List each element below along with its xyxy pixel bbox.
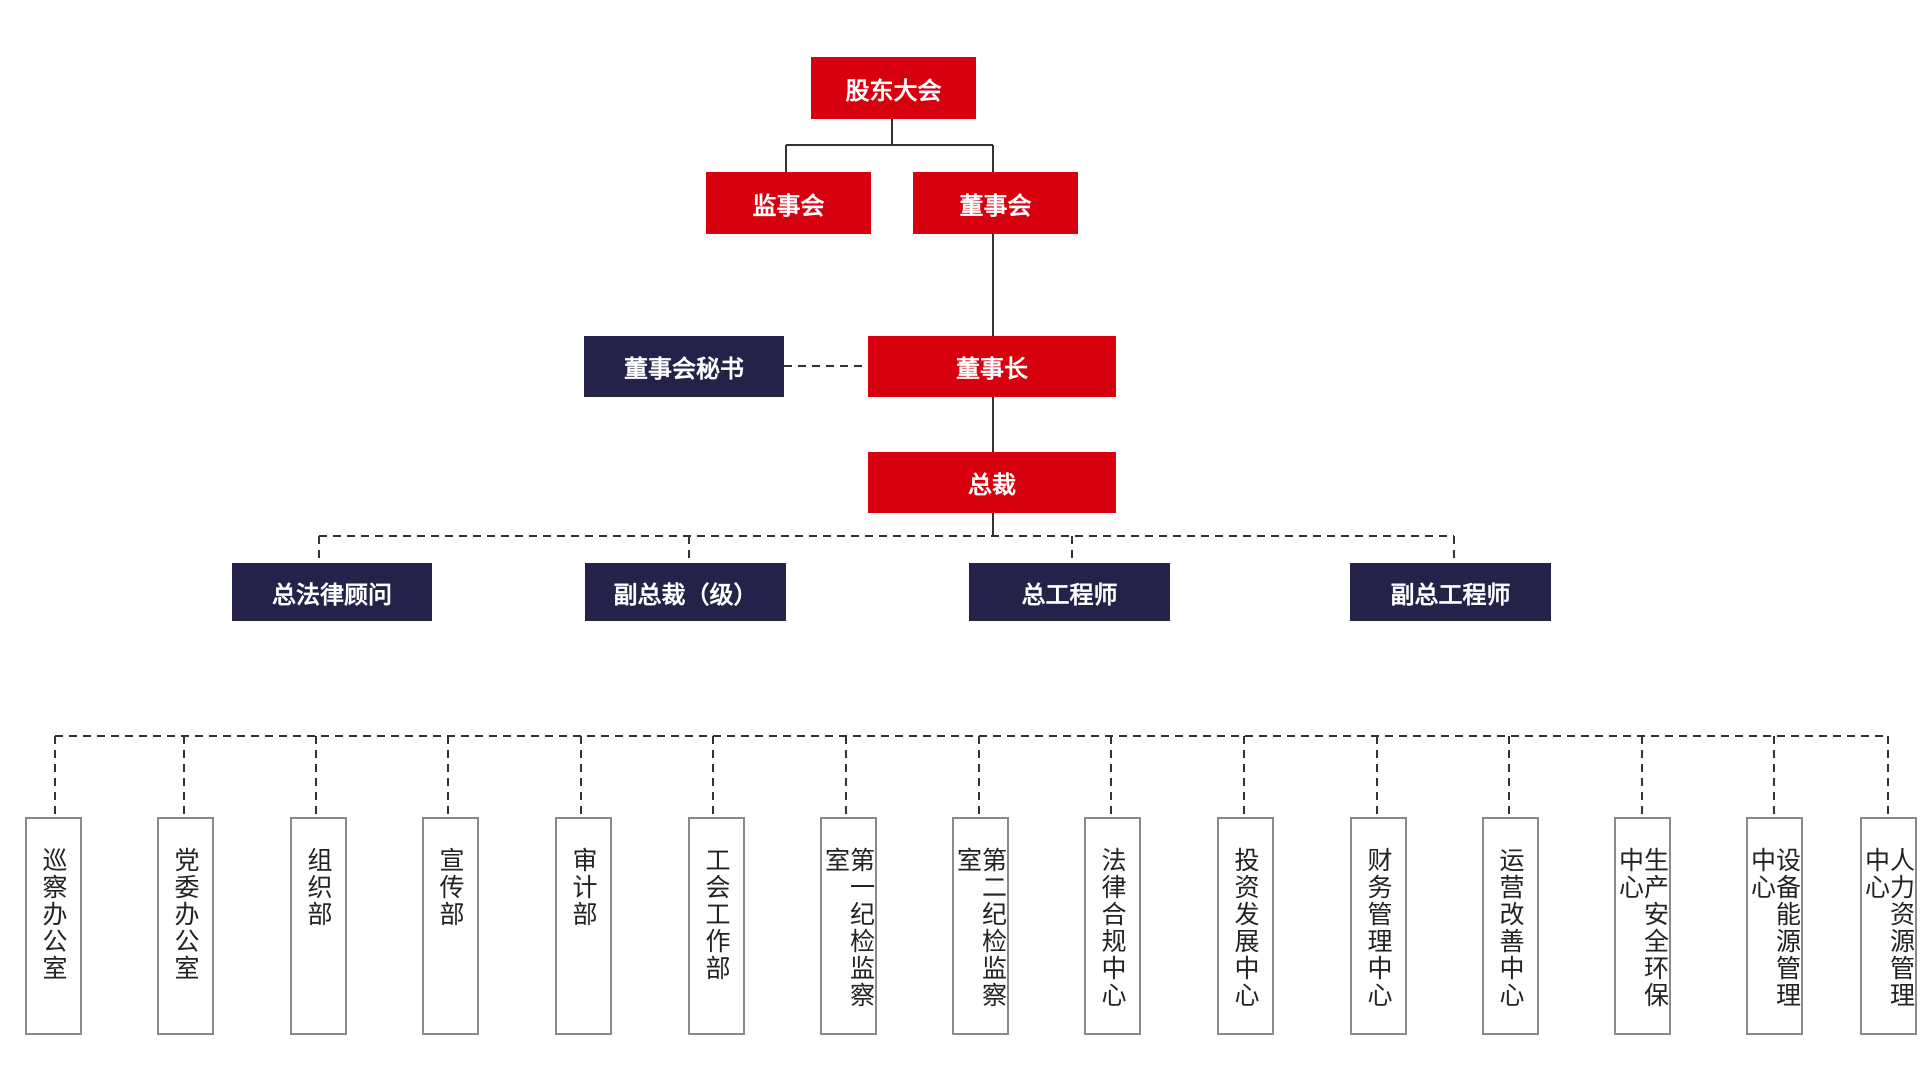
node-department: 第一纪检监察室 — [820, 817, 877, 1035]
node-president: 总裁 — [868, 452, 1116, 513]
node-department: 生产安全环保中心 — [1614, 817, 1671, 1035]
node-department: 人力资源管理中心 — [1860, 817, 1917, 1035]
node-board-secretary: 董事会秘书 — [584, 336, 784, 397]
department-label: 组织部 — [304, 847, 333, 928]
node-department: 审计部 — [555, 817, 612, 1035]
node-executive: 副总工程师 — [1350, 563, 1551, 621]
node-board-of-directors: 董事会 — [913, 172, 1078, 234]
node-executive: 副总裁（级） — [585, 563, 786, 621]
node-department: 宣传部 — [422, 817, 479, 1035]
department-label: 巡察办公室 — [39, 847, 68, 982]
node-department: 运营改善中心 — [1482, 817, 1539, 1035]
department-label: 宣传部 — [436, 847, 465, 928]
node-department: 组织部 — [290, 817, 347, 1035]
node-department: 设备能源管理中心 — [1746, 817, 1803, 1035]
department-label: 法律合规中心 — [1098, 847, 1127, 1009]
node-department: 工会工作部 — [688, 817, 745, 1035]
node-supervisory-board: 监事会 — [706, 172, 871, 234]
node-chairman: 董事长 — [868, 336, 1116, 397]
node-department: 法律合规中心 — [1084, 817, 1141, 1035]
department-label: 设备能源管理中心 — [1747, 847, 1802, 1009]
department-label: 党委办公室 — [171, 847, 200, 982]
node-department: 投资发展中心 — [1217, 817, 1274, 1035]
node-shareholders-meeting: 股东大会 — [811, 57, 976, 119]
node-executive: 总工程师 — [969, 563, 1170, 621]
department-label: 第一纪检监察室 — [821, 847, 876, 1009]
department-label: 第二纪检监察室 — [953, 847, 1008, 1009]
node-department: 第二纪检监察室 — [952, 817, 1009, 1035]
department-label: 人力资源管理中心 — [1861, 847, 1916, 1009]
department-label: 投资发展中心 — [1231, 847, 1260, 1009]
department-label: 财务管理中心 — [1364, 847, 1393, 1009]
department-label: 工会工作部 — [702, 847, 731, 982]
node-executive: 总法律顾问 — [232, 563, 432, 621]
department-label: 审计部 — [569, 847, 598, 928]
department-label: 生产安全环保中心 — [1615, 847, 1670, 1009]
node-department: 巡察办公室 — [25, 817, 82, 1035]
node-department: 财务管理中心 — [1350, 817, 1407, 1035]
node-department: 党委办公室 — [157, 817, 214, 1035]
department-label: 运营改善中心 — [1496, 847, 1525, 1009]
